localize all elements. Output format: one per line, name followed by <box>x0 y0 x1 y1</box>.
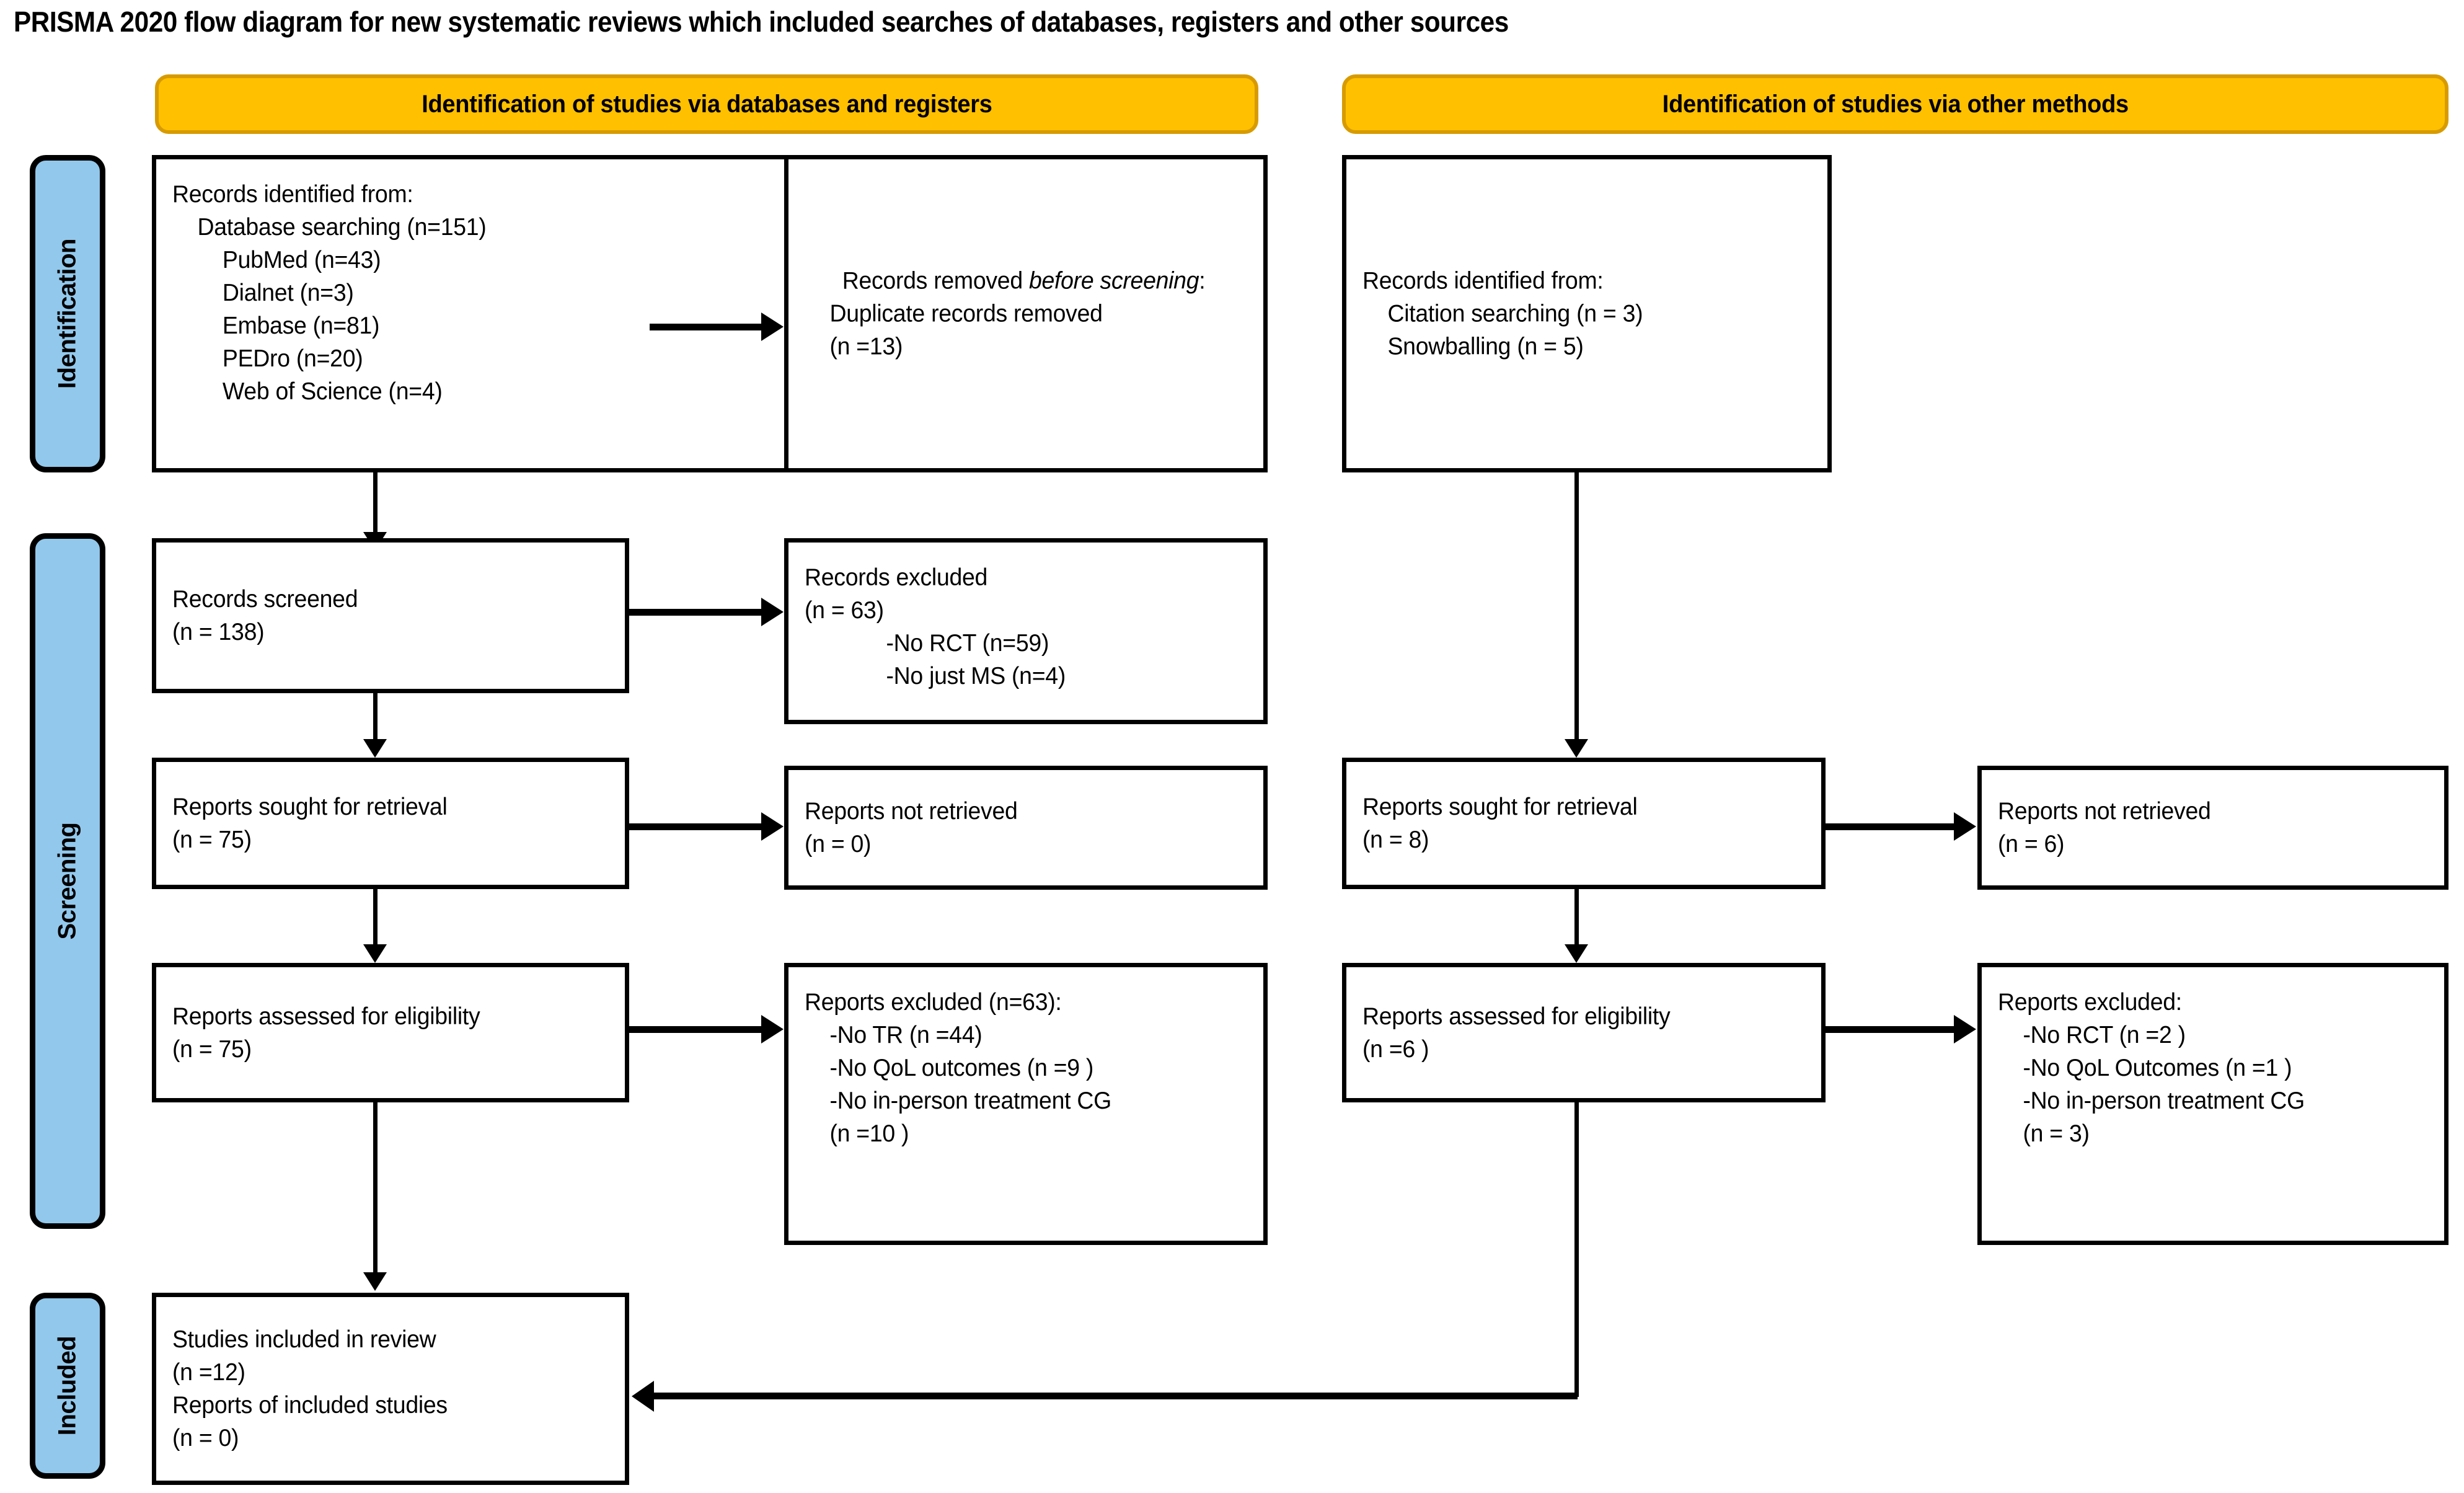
box-reports-sought-other-text: Reports sought for retrieval (n = 8) <box>1362 794 1638 853</box>
connector-assessed-other-down <box>1574 1102 1579 1397</box>
box-records-screened-text: Records screened (n = 138) <box>172 586 358 645</box>
box-records-removed-text: Records removed before screening: Duplic… <box>805 232 1237 396</box>
stage-label-included: Included <box>53 1336 81 1436</box>
connector-screened-to-sought <box>373 693 378 746</box>
box-reports-excluded-databases: Reports excluded (n=63): -No TR (n =44) … <box>784 963 1268 1245</box>
arrowhead-sought-to-not-retrieved-other <box>1954 812 1976 841</box>
stage-label-identification: Identification <box>53 239 81 389</box>
box-reports-not-retrieved-databases: Reports not retrieved (n = 0) <box>784 766 1268 890</box>
connector-other-to-included-horizontal <box>654 1393 1578 1399</box>
box-reports-not-retrieved-other-text: Reports not retrieved (n = 6) <box>1998 798 2211 857</box>
box-reports-sought-databases: Reports sought for retrieval (n = 75) <box>152 758 629 889</box>
arrowhead-identified-to-removed <box>761 312 784 341</box>
connector-assessed-to-excluded-other <box>1826 1026 1956 1033</box>
box-reports-excluded-other: Reports excluded: -No RCT (n =2 ) -No Qo… <box>1977 963 2449 1245</box>
box-records-identified-other-text: Records identified from: Citation search… <box>1362 267 1643 360</box>
arrowhead-sought-to-assessed-db <box>363 944 387 963</box>
stage-bar-identification: Identification <box>30 155 105 472</box>
box-reports-assessed-databases: Reports assessed for eligibility (n = 75… <box>152 963 629 1102</box>
box-reports-sought-other: Reports sought for retrieval (n = 8) <box>1342 758 1826 889</box>
connector-sought-to-not-retrieved-db <box>629 823 762 830</box>
box-reports-assessed-other: Reports assessed for eligibility (n =6 ) <box>1342 963 1826 1102</box>
box-reports-not-retrieved-other: Reports not retrieved (n = 6) <box>1977 766 2449 890</box>
connector-assessed-to-included-db <box>373 1102 378 1273</box>
connector-sought-to-assessed-db <box>373 889 378 951</box>
connector-identified-to-screened <box>373 472 378 541</box>
arrowhead-other-identified-to-sought <box>1565 739 1588 758</box>
box-records-identified-databases-text: Records identified from: Database search… <box>172 181 487 405</box>
box-records-excluded-databases: Records excluded (n = 63) -No RCT (n=59)… <box>784 538 1268 724</box>
arrowhead-sought-to-not-retrieved-db <box>761 812 784 841</box>
banner-label-databases-registers: Identification of studies via databases … <box>421 90 992 118</box>
box-reports-sought-databases-text: Reports sought for retrieval (n = 75) <box>172 794 448 853</box>
box-records-excluded-databases-text: Records excluded (n = 63) -No RCT (n=59)… <box>805 564 1066 689</box>
box-records-screened: Records screened (n = 138) <box>152 538 629 693</box>
stage-bar-screening: Screening <box>30 533 105 1229</box>
records-removed-colon: : <box>1199 267 1206 295</box>
page-title: PRISMA 2020 flow diagram for new systema… <box>14 6 1509 38</box>
connector-identified-to-removed <box>650 324 767 330</box>
stage-bar-included: Included <box>30 1293 105 1479</box>
banner-databases-registers: Identification of studies via databases … <box>155 74 1258 134</box>
connector-sought-to-assessed-other <box>1574 889 1579 951</box>
box-studies-included: Studies included in review (n =12) Repor… <box>152 1293 629 1485</box>
box-records-removed-before-screening: Records removed before screening: Duplic… <box>784 155 1268 472</box>
arrowhead-screened-to-excluded <box>761 598 784 626</box>
arrowhead-sought-to-assessed-other <box>1565 944 1588 963</box>
box-records-identified-other: Records identified from: Citation search… <box>1342 155 1832 472</box>
box-reports-assessed-other-text: Reports assessed for eligibility (n =6 ) <box>1362 1003 1671 1063</box>
box-reports-not-retrieved-databases-text: Reports not retrieved (n = 0) <box>805 798 1018 857</box>
arrowhead-other-to-included <box>632 1381 654 1412</box>
records-removed-rest: Duplicate records removed (n =13) <box>829 300 1103 360</box>
arrowhead-assessed-to-included-db <box>363 1272 387 1291</box>
box-reports-assessed-databases-text: Reports assessed for eligibility (n = 75… <box>172 1003 480 1063</box>
banner-other-methods: Identification of studies via other meth… <box>1342 74 2449 134</box>
box-reports-excluded-databases-text: Reports excluded (n=63): -No TR (n =44) … <box>805 989 1111 1147</box>
arrowhead-assessed-to-excluded-other <box>1954 1015 1976 1043</box>
connector-sought-to-not-retrieved-other <box>1826 823 1956 830</box>
records-removed-italic: before screening <box>1028 267 1199 295</box>
records-removed-prefix: Records removed <box>842 267 1029 295</box>
connector-other-identified-to-sought <box>1574 472 1579 745</box>
arrowhead-screened-to-sought <box>363 739 387 758</box>
box-reports-excluded-other-text: Reports excluded: -No RCT (n =2 ) -No Qo… <box>1998 989 2305 1147</box>
connector-screened-to-excluded <box>629 609 762 616</box>
stage-label-screening: Screening <box>53 822 81 940</box>
banner-label-other-methods: Identification of studies via other meth… <box>1662 90 2129 118</box>
connector-assessed-to-excluded-db <box>629 1026 762 1033</box>
box-studies-included-text: Studies included in review (n =12) Repor… <box>172 1326 448 1451</box>
arrowhead-assessed-to-excluded-db <box>761 1015 784 1043</box>
